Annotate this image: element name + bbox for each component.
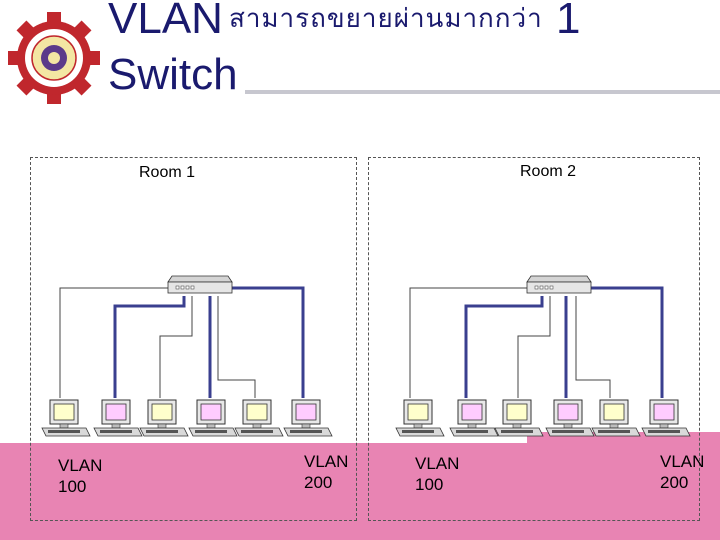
room-1-vlan-right-label: VLAN 200 (304, 452, 349, 492)
title-vlan: VLAN (108, 0, 223, 43)
room-1-pc-vlan200-a (93, 399, 143, 437)
title-number: 1 (556, 0, 581, 43)
room-2-cabling (409, 286, 664, 398)
room-2-label: Room 2 (520, 163, 577, 180)
room-2-switch (526, 275, 592, 294)
room-2-pc-vlan100-c (591, 399, 641, 437)
vlan-band (0, 443, 720, 540)
room-2-pc-vlan200-b (545, 399, 595, 437)
room-1-label: Room 1 (139, 164, 196, 181)
room-1-pc-vlan200-b (188, 399, 238, 437)
room-1-pc-vlan200-c (283, 399, 333, 437)
title-switch: Switch (108, 50, 238, 99)
room-1-vlan-left-label: VLAN 100 (58, 456, 103, 496)
room-1-cabling (59, 286, 305, 398)
room-2-pc-vlan200-c (641, 399, 691, 437)
title-thai-text: สามารถขยายผ่านมากกว่า (228, 4, 543, 34)
room-1-boundary (30, 157, 357, 521)
room-2-pc-vlan100-a (395, 399, 445, 437)
university-seal-logo (8, 12, 100, 104)
room-2-pc-vlan200-a (449, 399, 499, 437)
room-1-pc-vlan100-a (41, 399, 91, 437)
room-1-pc-vlan100-b (139, 399, 189, 437)
room-1-switch (167, 275, 233, 294)
room-2-vlan-left-label: VLAN 100 (415, 454, 460, 494)
title-underline-rule (245, 90, 720, 94)
room-2-boundary (368, 157, 700, 521)
room-1-pc-vlan100-c (234, 399, 284, 437)
room-2-pc-vlan100-b (494, 399, 544, 437)
room-2-vlan-right-label: VLAN 200 (660, 452, 705, 492)
